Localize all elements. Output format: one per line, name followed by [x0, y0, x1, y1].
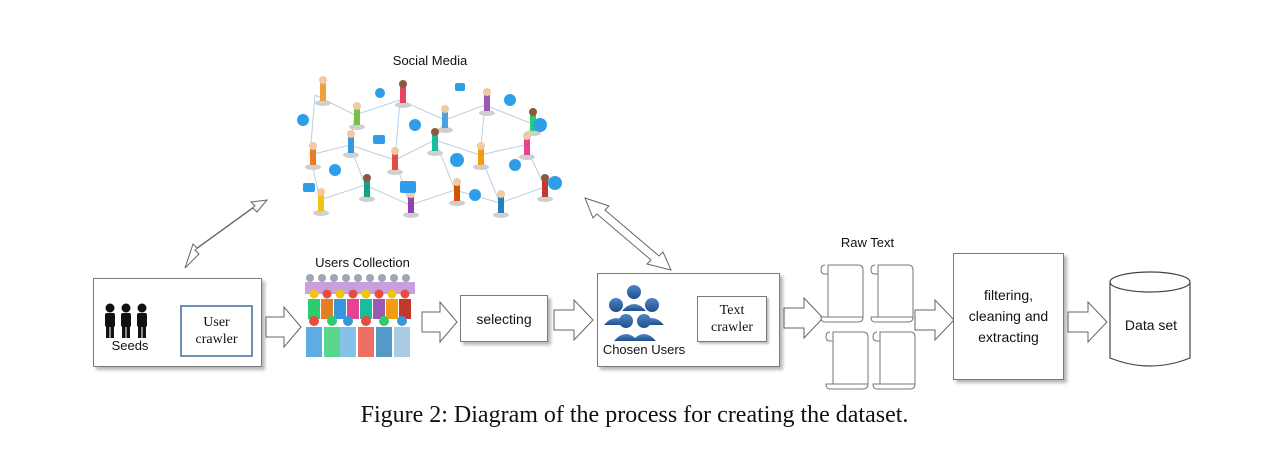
social-media-title: Social Media [392, 53, 468, 68]
arrow-rawtext-to-filtering [914, 298, 955, 342]
seeds-people-icon [105, 303, 147, 338]
chosen-users-icon [604, 285, 664, 341]
user-crawler-box: User crawler [180, 305, 253, 357]
users-collection-crowd-icon [305, 274, 415, 357]
dataset-cylinder [1109, 271, 1191, 367]
users-collection-label: Users Collection [315, 255, 410, 270]
seeds-label: Seeds [111, 338, 149, 353]
raw-text-label: Raw Text [840, 235, 895, 250]
dataset-label: Data set [1124, 317, 1178, 333]
user-crawler-label: User crawler [195, 315, 238, 347]
text-crawler-box: Text crawler [697, 296, 767, 342]
double-arrow-seeds-social [184, 199, 269, 269]
double-arrow-social-chosen [584, 197, 672, 271]
arrow-users-to-selecting [421, 300, 458, 344]
social-media-network-illustration [297, 76, 562, 218]
arrow-selecting-to-chosen [553, 298, 594, 342]
selecting-box: selecting [460, 295, 548, 342]
chosen-users-label: Chosen Users [602, 342, 686, 357]
arrow-seeds-to-users [265, 305, 302, 349]
text-crawler-label: Text crawler [711, 303, 753, 335]
filtering-label: filtering, cleaning and extracting [968, 287, 1049, 345]
arrow-filtering-to-dataset [1067, 300, 1108, 344]
arrow-chosen-to-rawtext [783, 296, 824, 340]
selecting-label: selecting [476, 310, 532, 327]
raw-text-documents-icon [820, 264, 916, 390]
filtering-box: filtering, cleaning and extracting [953, 253, 1064, 380]
figure-caption: Figure 2: Diagram of the process for cre… [360, 402, 909, 428]
